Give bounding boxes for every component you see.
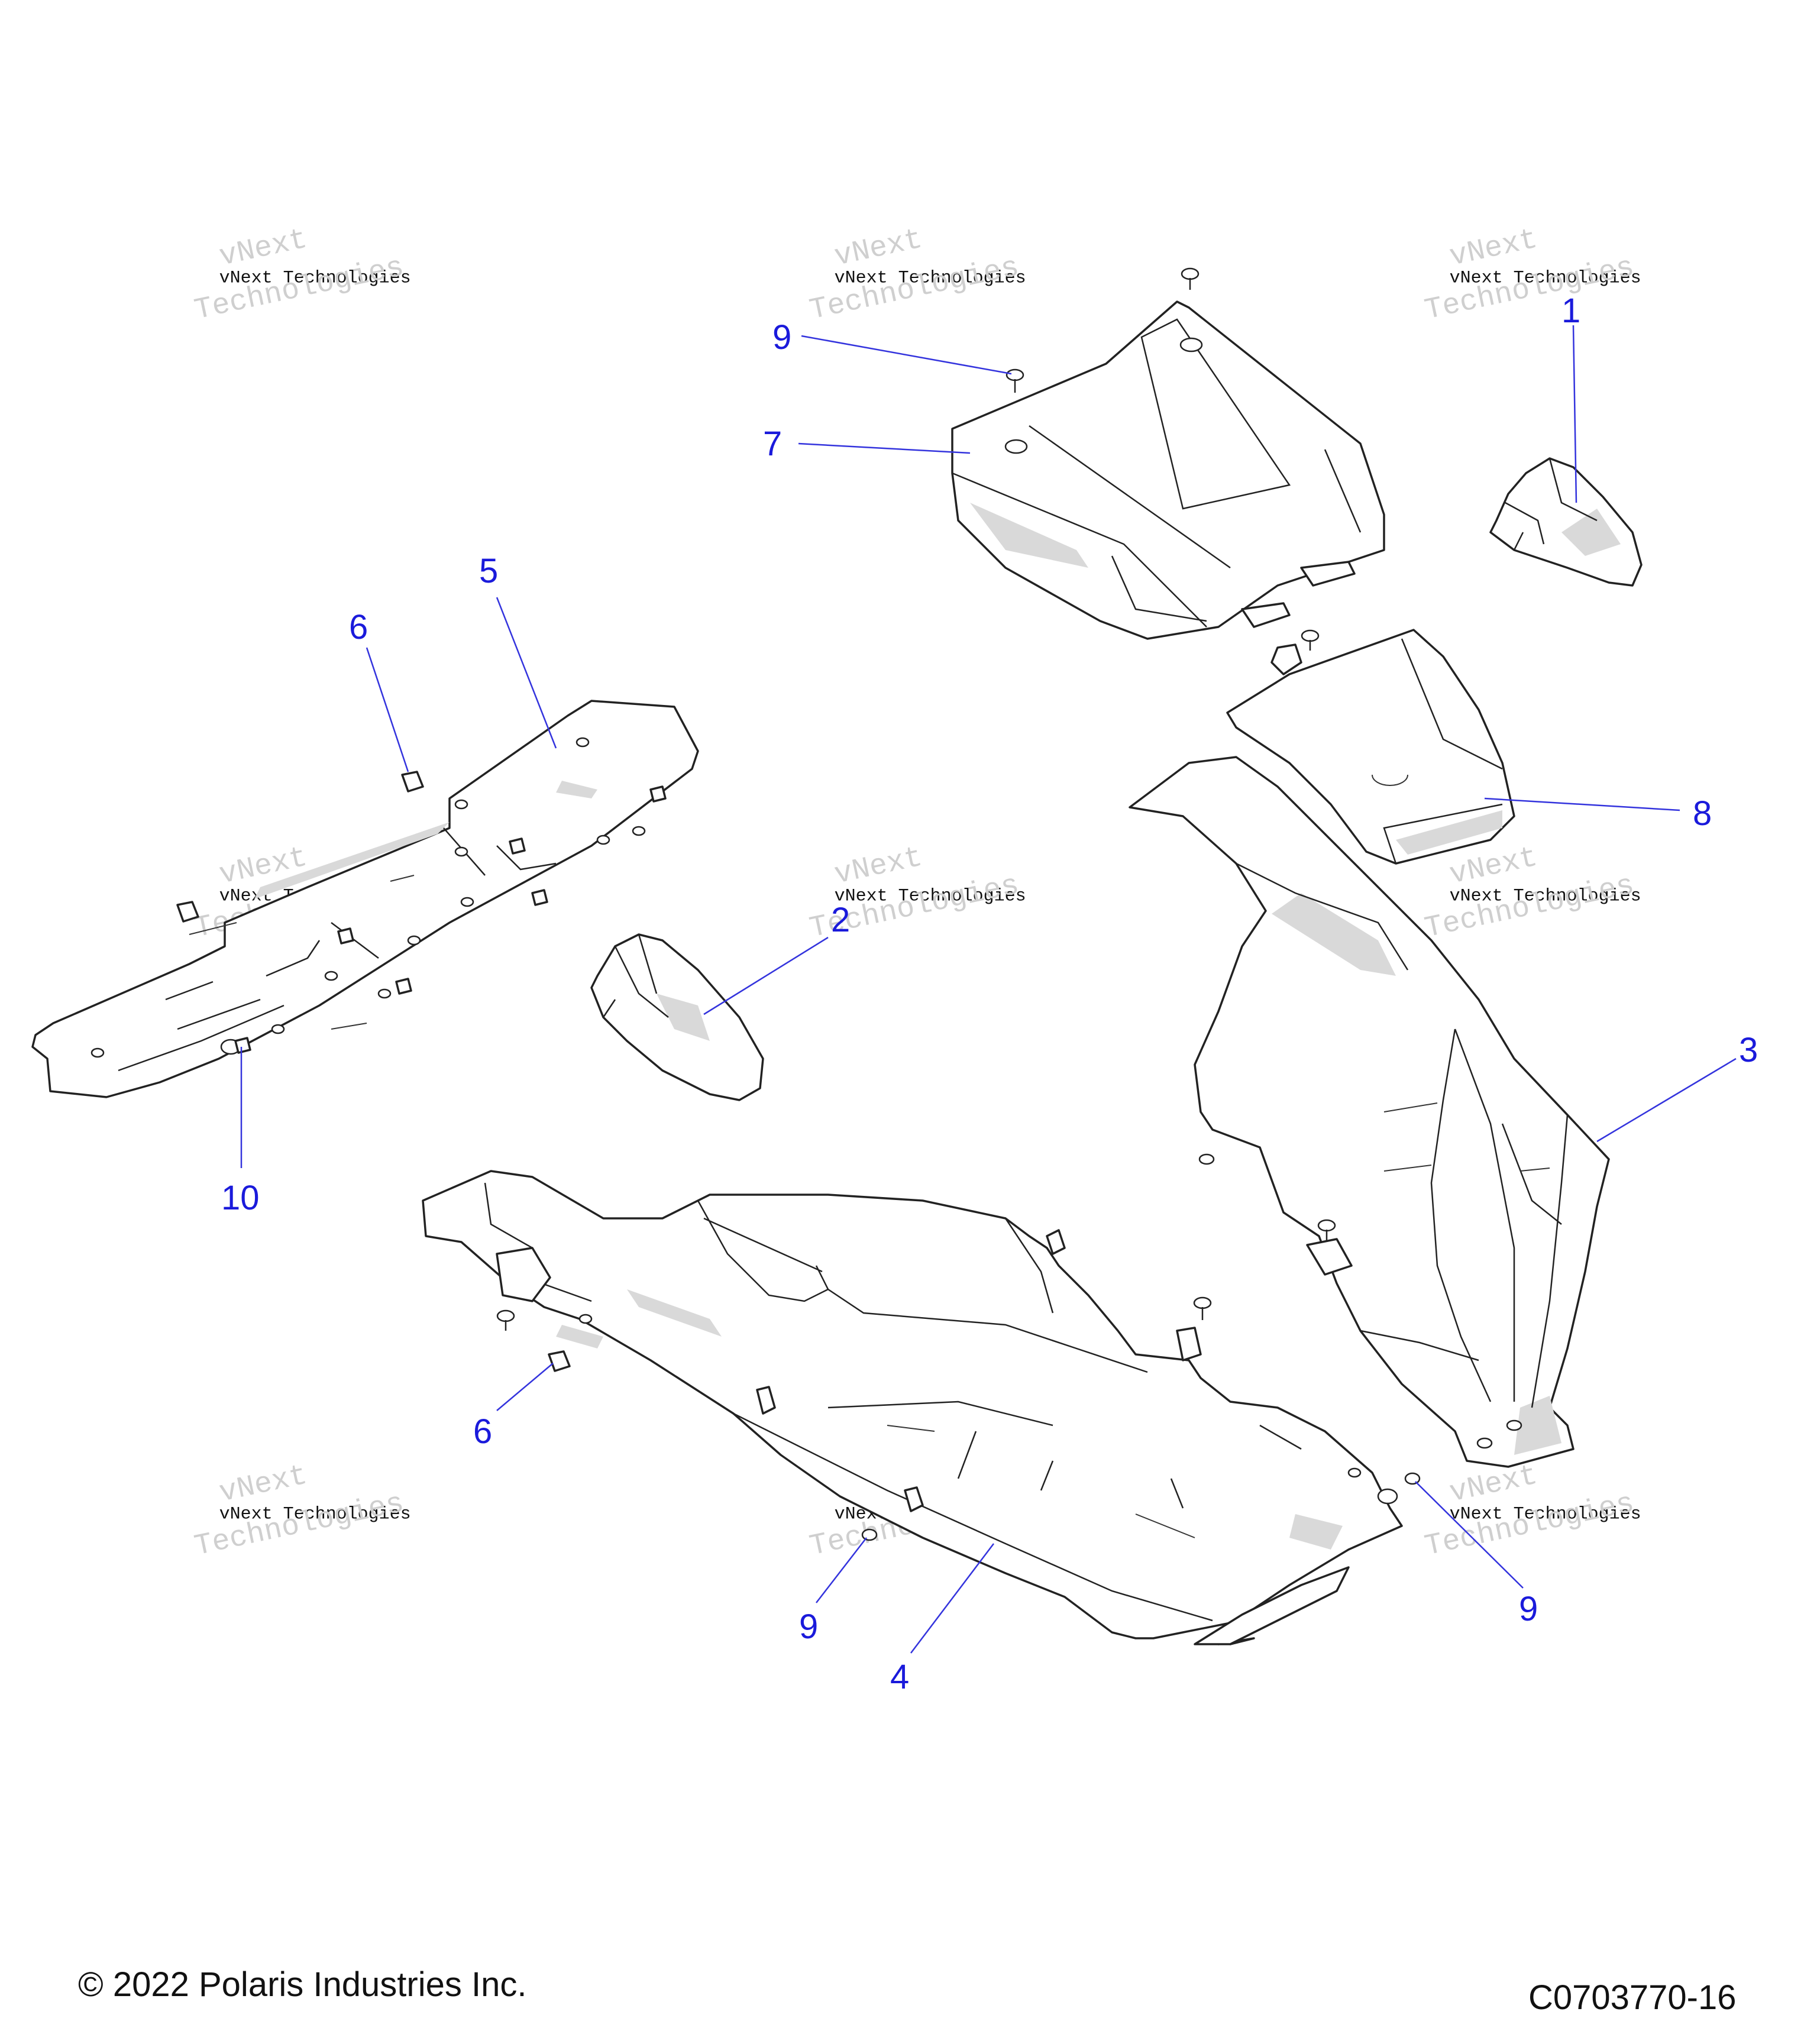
callout-7: 7 <box>763 425 782 463</box>
watermark-7: vNext vNext Technologies Technologies <box>192 1459 411 1564</box>
part-3-side-panel-right <box>1129 756 1610 1468</box>
part-6-clip-mid <box>176 901 199 923</box>
leader-6a <box>366 647 409 772</box>
svg-text:vNext Technologies: vNext Technologies <box>219 268 411 288</box>
svg-text:vNext: vNext <box>1447 1459 1541 1511</box>
leader-6b <box>496 1363 554 1411</box>
callout-3: 3 <box>1739 1031 1758 1069</box>
svg-text:vNext: vNext <box>216 1459 311 1511</box>
svg-text:vNext Technologies: vNext Technologies <box>1450 886 1641 906</box>
copyright-notice: © 2022 Polaris Industries Inc. <box>78 1965 527 2004</box>
watermark-2: vNext vNext Technologies Technologies <box>807 223 1026 328</box>
callout-6b: 6 <box>473 1412 492 1451</box>
fastener-screw-part-4-top <box>1193 1296 1212 1320</box>
leader-3 <box>1596 1057 1737 1143</box>
callout-10: 10 <box>221 1179 260 1217</box>
leader-1 <box>1572 325 1577 503</box>
svg-text:vNext Technologies: vNext Technologies <box>219 1504 411 1524</box>
leader-8 <box>1484 797 1680 811</box>
part-5-floor-panel <box>31 700 699 1098</box>
fastener-9-right <box>1404 1472 1421 1485</box>
part-1-duct-left <box>1489 457 1643 587</box>
leader-2 <box>703 936 829 1015</box>
callout-2: 2 <box>831 901 850 939</box>
callout-9a: 9 <box>772 318 791 357</box>
svg-text:vNext: vNext <box>832 841 926 892</box>
part-2-duct-right <box>590 933 764 1101</box>
part-8-panel <box>1226 629 1515 865</box>
fastener-screw-top <box>1181 267 1200 290</box>
leader-5 <box>496 597 557 749</box>
svg-text:vNext Technologies: vNext Technologies <box>835 886 1026 906</box>
svg-text:vNext Technologies: vNext Technologies <box>835 268 1026 288</box>
drawing-number: C0703770-16 <box>1528 1978 1737 2017</box>
callout-9c: 9 <box>1519 1590 1538 1628</box>
leader-9b <box>816 1537 867 1603</box>
svg-text:vNext Technologies: vNext Technologies <box>1450 268 1641 288</box>
part-6-clip-top <box>401 771 424 793</box>
svg-text:vNext: vNext <box>1447 841 1541 892</box>
svg-text:vNext: vNext <box>216 841 311 892</box>
part-6-clip-bottom <box>548 1350 571 1372</box>
fastener-screw-part-3 <box>1317 1219 1336 1242</box>
svg-text:vNext Technologies: vNext Technologies <box>1450 1504 1641 1524</box>
svg-text:vNext: vNext <box>216 223 311 274</box>
callout-5: 5 <box>479 552 498 590</box>
callout-1: 1 <box>1561 292 1580 330</box>
svg-text:vNext: vNext <box>1447 223 1541 274</box>
callout-9b: 9 <box>799 1608 818 1646</box>
watermark-1: vNext vNext Technologies Technologies <box>192 223 411 328</box>
svg-text:vNext: vNext <box>832 223 926 274</box>
part-4-side-panel-left <box>422 1170 1403 1645</box>
watermark-3: vNext vNext Technologies Technologies <box>1422 223 1641 328</box>
leader-4 <box>910 1543 994 1654</box>
fastener-screw-part-4-left <box>496 1309 515 1331</box>
leader-7 <box>798 442 971 454</box>
callout-8: 8 <box>1693 794 1712 833</box>
leader-9c <box>1415 1481 1524 1589</box>
fastener-9-top <box>1006 368 1024 393</box>
part-7-hood-cover <box>951 300 1385 640</box>
callout-6a: 6 <box>349 608 368 646</box>
leader-9a <box>801 335 1012 375</box>
fastener-9-bottom <box>861 1528 878 1541</box>
callout-4: 4 <box>890 1658 909 1696</box>
